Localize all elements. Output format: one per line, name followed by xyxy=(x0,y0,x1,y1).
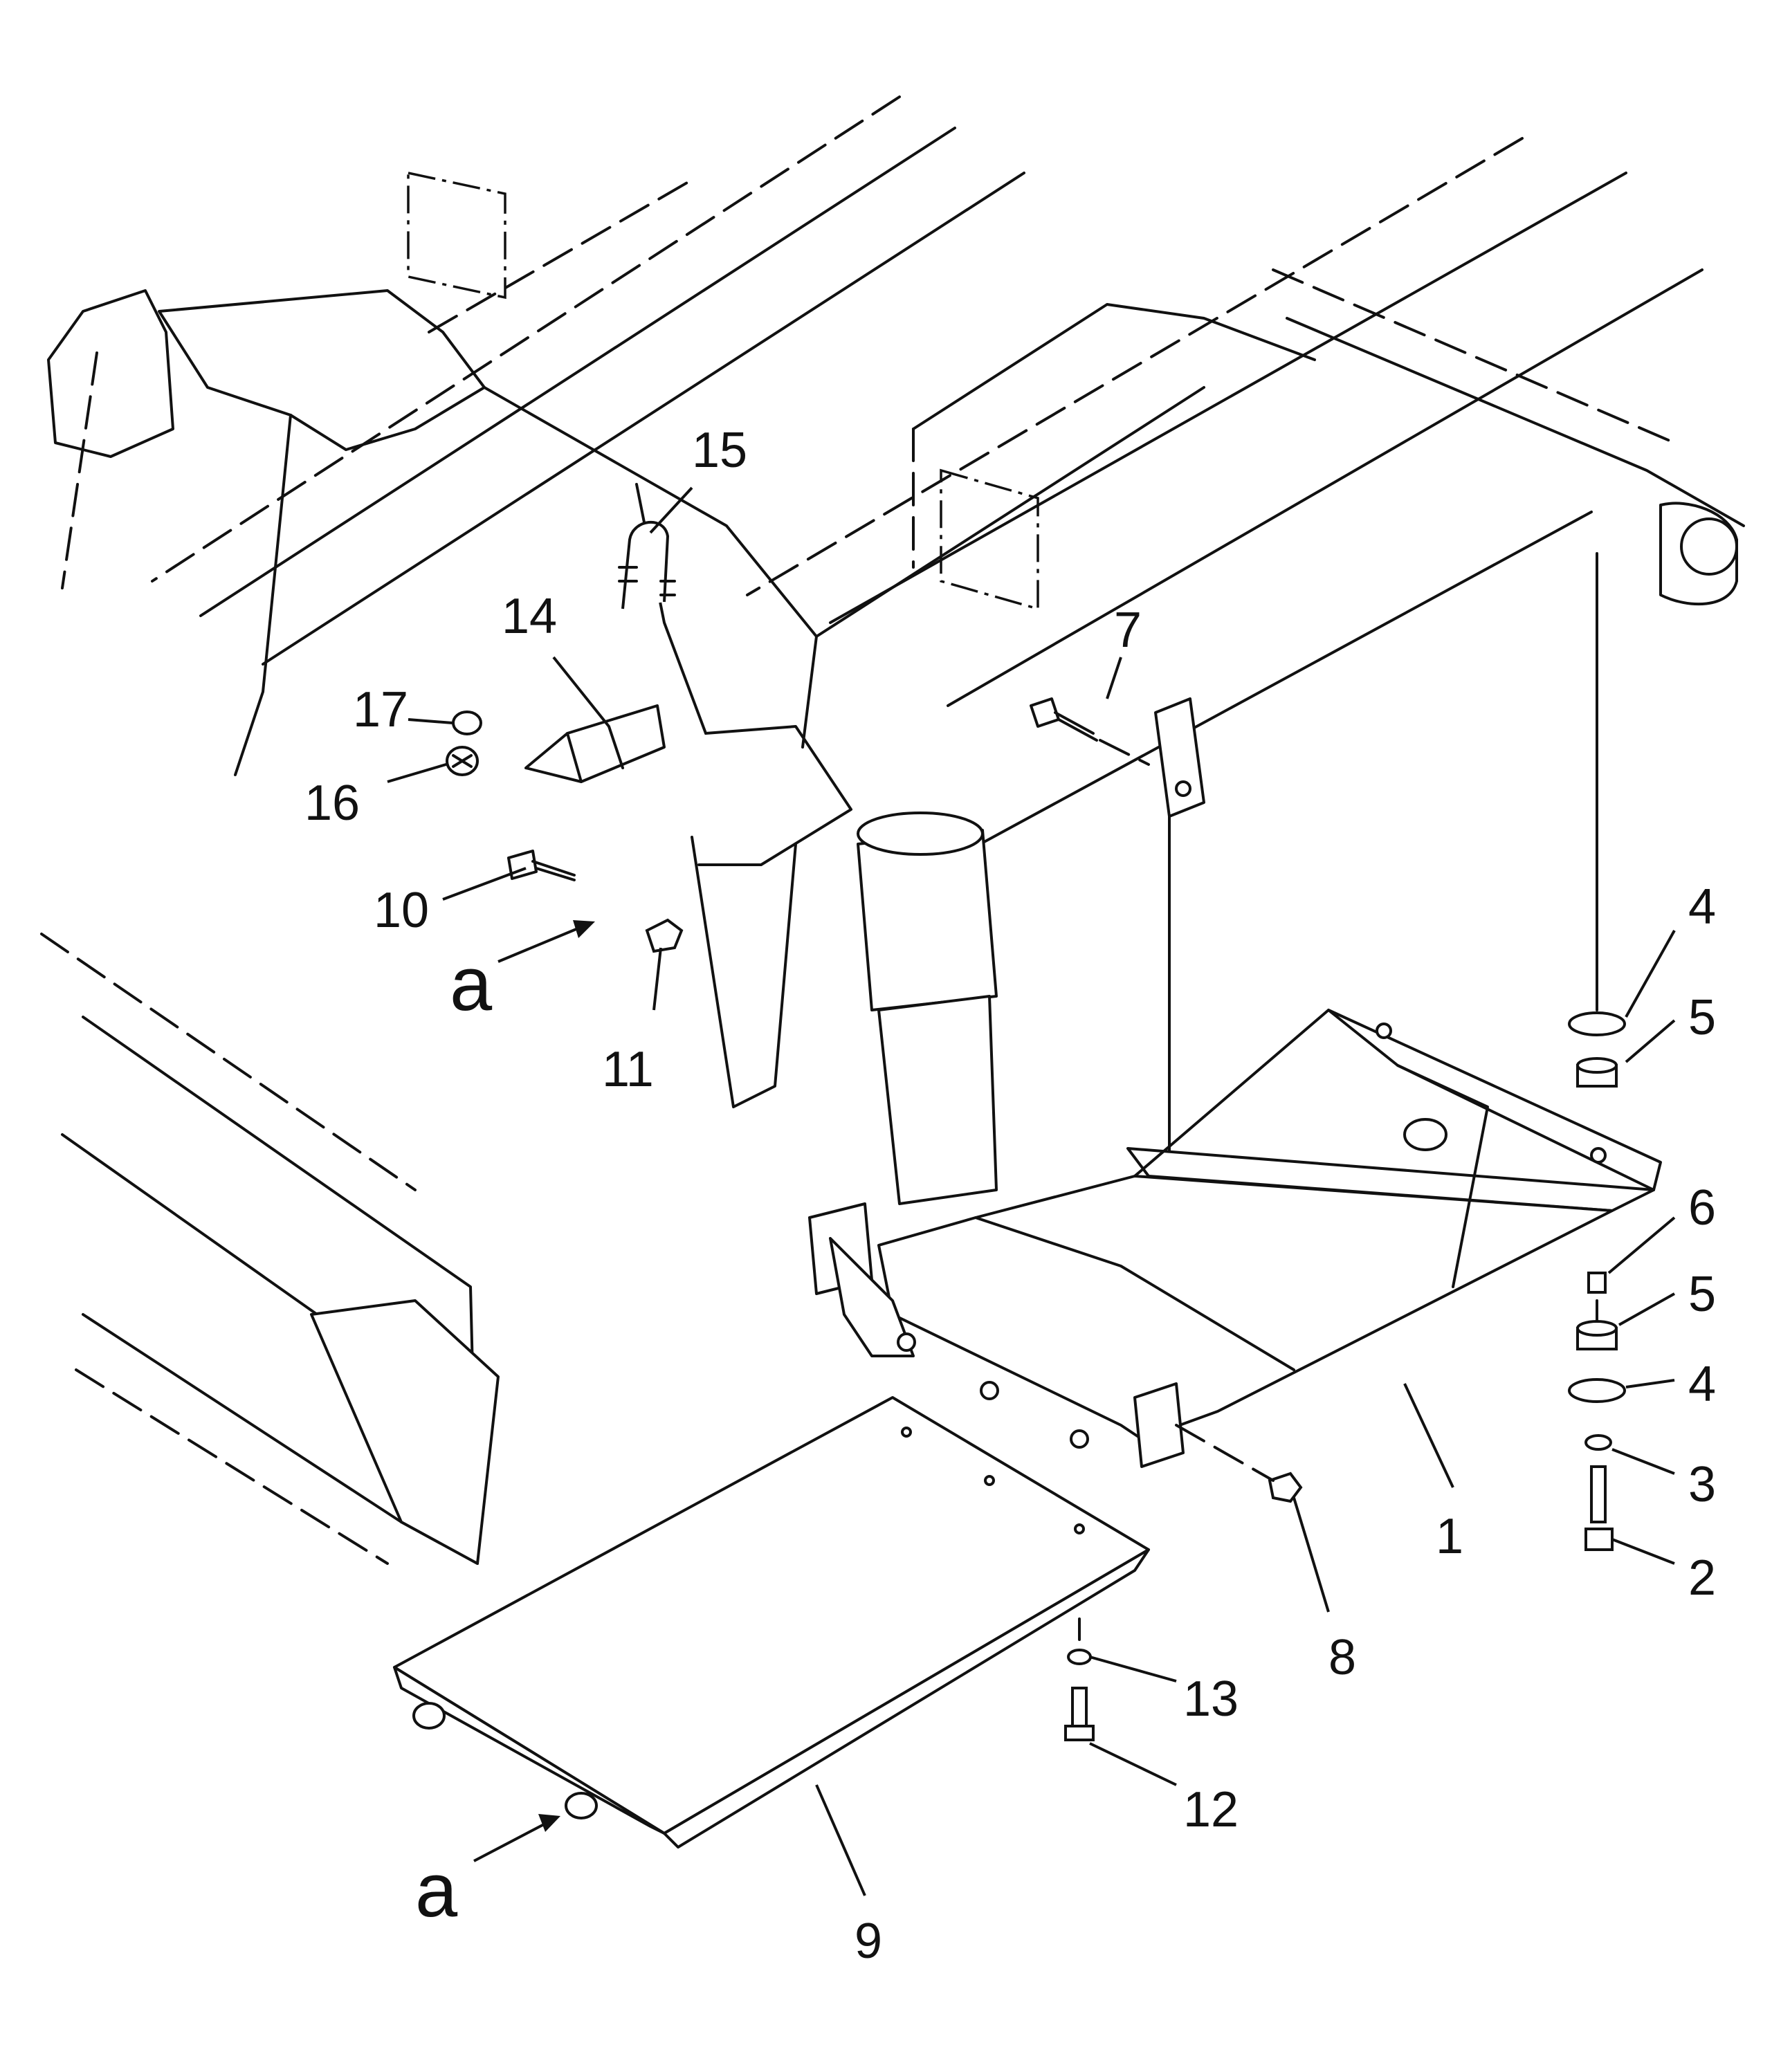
label-2: 2 xyxy=(1688,1550,1716,1606)
label-5-lower: 5 xyxy=(1688,1267,1716,1322)
reference-arrows xyxy=(473,920,595,1862)
label-a-upper: a xyxy=(450,942,493,1027)
chassis-frame xyxy=(40,95,1745,1565)
label-15: 15 xyxy=(692,423,747,478)
label-13: 13 xyxy=(1183,1671,1239,1727)
part-labels: 1 2 3 4 4 5 5 6 7 8 9 10 11 12 13 14 15 … xyxy=(304,423,1716,1969)
label-6: 6 xyxy=(1688,1180,1716,1236)
small-hardware xyxy=(1064,1424,1303,1741)
label-17: 17 xyxy=(353,682,408,737)
label-7: 7 xyxy=(1114,603,1142,658)
washer-4-upper xyxy=(1568,1011,1626,1036)
label-16: 16 xyxy=(304,776,360,831)
cover-plate-part-9 xyxy=(393,1396,1150,1849)
label-4-upper: 4 xyxy=(1688,879,1716,935)
label-3: 3 xyxy=(1688,1457,1716,1512)
label-9: 9 xyxy=(855,1914,882,1969)
mount-stack xyxy=(1568,1011,1626,1551)
label-12: 12 xyxy=(1183,1782,1239,1837)
label-4-lower: 4 xyxy=(1688,1357,1716,1412)
label-5-upper: 5 xyxy=(1688,990,1716,1045)
label-8: 8 xyxy=(1328,1630,1356,1685)
label-a-lower: a xyxy=(415,1848,458,1933)
label-11: 11 xyxy=(602,1042,654,1097)
label-1: 1 xyxy=(1436,1509,1463,1564)
label-10: 10 xyxy=(374,883,429,938)
support-frame-part-1 xyxy=(808,1009,1662,1468)
leader-lines xyxy=(387,486,1676,1896)
label-14: 14 xyxy=(502,589,557,644)
